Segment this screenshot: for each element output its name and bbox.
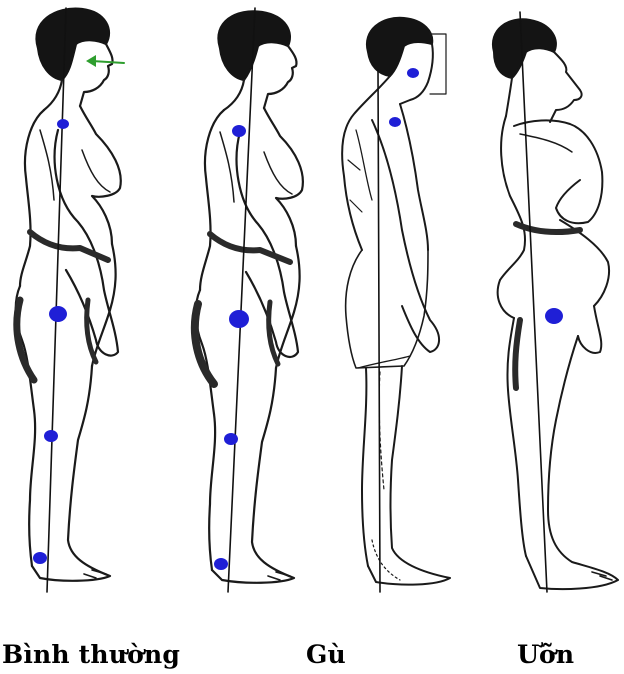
caption-normal-posture: Bình thường — [2, 640, 180, 669]
marker-ear — [407, 68, 419, 78]
marker-ankle — [33, 552, 47, 564]
plumb-line — [520, 12, 547, 592]
marker-knee — [224, 433, 238, 445]
marker-shoulder — [232, 125, 246, 137]
head-profile — [80, 44, 113, 106]
marker-ankle — [214, 558, 228, 570]
figure-normal-posture — [16, 8, 124, 592]
caption-kyphosis: Gù — [306, 640, 346, 669]
plumb-line — [378, 70, 380, 592]
marker-hip — [49, 306, 67, 322]
marker-hip — [229, 310, 249, 328]
plumb-line — [228, 8, 255, 592]
figure-kyphosis-posture — [342, 18, 450, 592]
marker-knee — [44, 430, 58, 442]
hair — [367, 18, 432, 76]
marker-shoulder — [57, 119, 69, 129]
figure-lordosis-posture — [493, 12, 618, 592]
caption-lordosis: Ưỡn — [517, 640, 574, 669]
hair — [36, 9, 109, 80]
marker-hip — [545, 308, 563, 324]
alignment-markers — [33, 119, 69, 564]
green-arrow — [86, 55, 124, 67]
alignment-markers — [545, 308, 563, 324]
hair — [493, 19, 556, 78]
head-profile — [264, 46, 297, 108]
marker-shoulder — [389, 117, 401, 127]
head-profile — [550, 52, 582, 122]
figure-normal-posture-2 — [195, 8, 303, 592]
posture-illustration — [0, 0, 624, 600]
